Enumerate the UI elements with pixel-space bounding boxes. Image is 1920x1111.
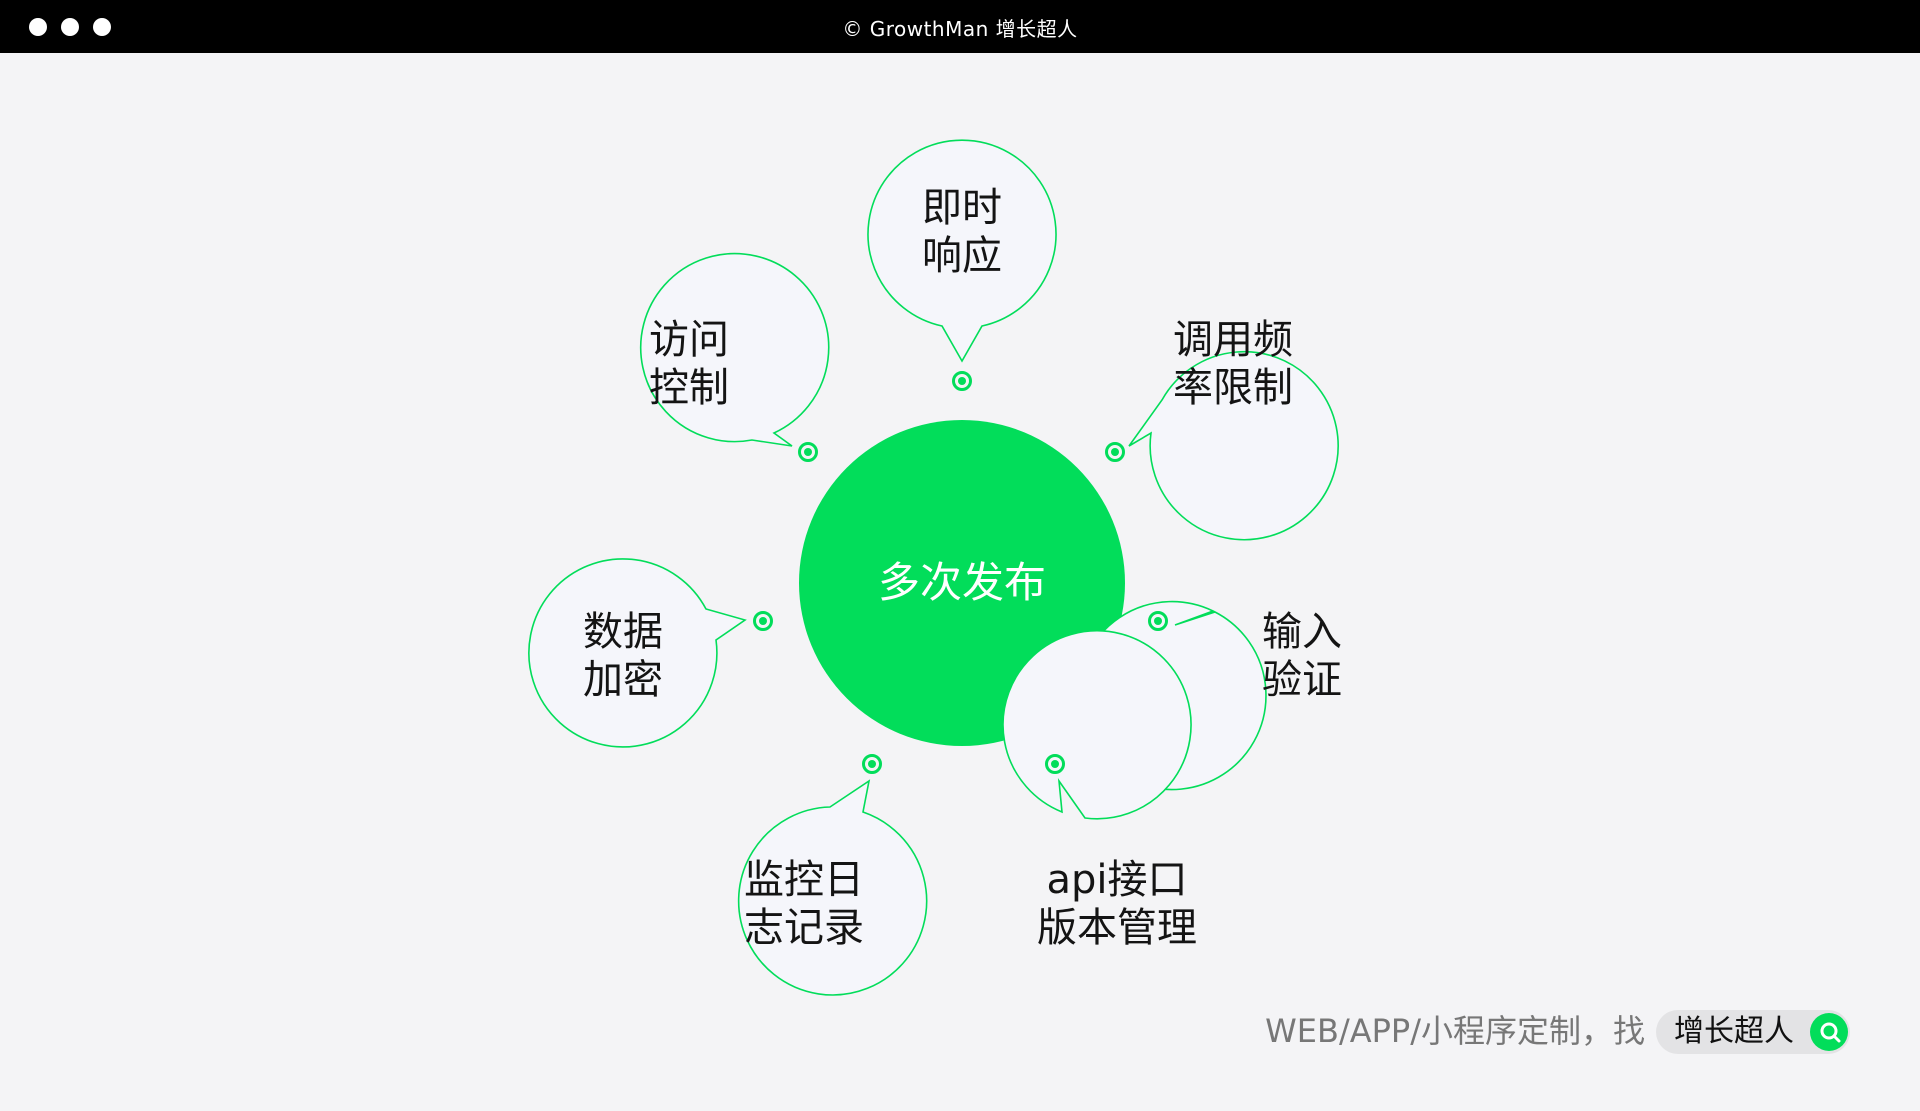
bubble-shape [639,252,830,447]
node-label-6: 数据 加密 [583,609,663,703]
bubble-node-5 [737,754,928,996]
node-label-7: 访问 控制 [649,317,729,411]
window-control-dot-3[interactable] [93,18,111,36]
center-node-label: 多次发布 [877,558,1046,607]
bubble-node-4 [1002,630,1192,820]
connector-dot-icon [798,442,818,462]
footer-brand-label: 增长超人 [1674,1014,1794,1049]
bubble-node-7 [639,252,830,462]
bubble-shape [1128,350,1339,541]
bubble-shape [737,779,928,996]
connector-dot-icon [1045,754,1065,774]
node-label-3: 输入 验证 [1262,609,1342,703]
bubble-shape [528,558,747,748]
window-titlebar: © GrowthMan 增长超人 [0,0,1920,53]
node-label-5: 监控日 志记录 [744,857,864,951]
node-label-2: 调用频 率限制 [1173,317,1293,411]
node-label-4: api接口 版本管理 [1037,857,1197,951]
bubble-node-2 [1105,350,1339,541]
connector-dot-icon [1105,442,1125,462]
connector-dot-icon [862,754,882,774]
window-control-dot-2[interactable] [61,18,79,36]
bubble-shape [1002,630,1192,820]
bubble-shape [867,139,1057,363]
connector-dot-icon [753,611,773,631]
window-title: © GrowthMan 增长超人 [842,17,1078,41]
node-label-1: 即时 响应 [922,185,1002,279]
footer-caption: WEB/APP/小程序定制，找 [1265,1012,1645,1050]
bubble-node-1 [867,139,1057,391]
connector-dot-icon [952,371,972,391]
bubble-node-6 [528,558,773,748]
footer-search-badge[interactable] [1810,1013,1848,1051]
connector-dot-icon [1148,611,1168,631]
footer-brand-pill[interactable]: 增长超人 [1656,1010,1850,1054]
window-control-dot-1[interactable] [29,18,47,36]
